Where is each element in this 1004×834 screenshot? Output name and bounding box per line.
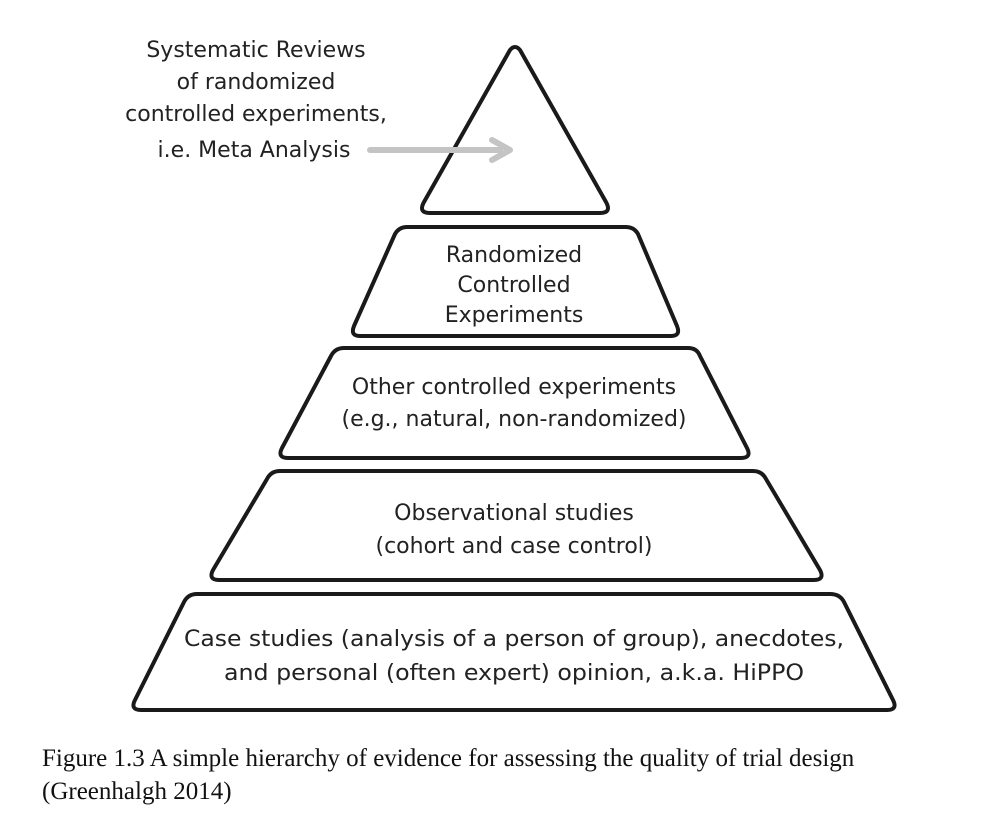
callout-line-4: i.e. Meta Analysis [158, 138, 351, 163]
tier-case-studies-line-2: and personal (often expert) opinion, a.k… [224, 661, 804, 686]
tier-other-controlled-shape [278, 346, 751, 460]
tier-other-controlled-line-1: Other controlled experiments [352, 375, 676, 400]
caption-line-1: Figure 1.3 A simple hierarchy of evidenc… [42, 745, 855, 772]
tier-observational-line-1: Observational studies [394, 501, 634, 526]
tier-case-studies-shape [131, 592, 897, 712]
pyramid-diagram: Systematic Reviews of randomized control… [125, 38, 897, 712]
tier-other-controlled-line-2: (e.g., natural, non-randomized) [341, 407, 686, 432]
tier-observational-line-2: (cohort and case control) [376, 534, 653, 559]
tier-rct-line-1: Randomized [446, 243, 582, 268]
tier-observational-shape [209, 469, 824, 582]
tier-top-shape [420, 45, 610, 215]
caption-line-2: (Greenhalgh 2014) [42, 778, 232, 805]
figure-caption: Figure 1.3 A simple hierarchy of evidenc… [42, 742, 992, 808]
tier-case-studies-line-1: Case studies (analysis of a person of gr… [184, 627, 844, 652]
tier-rct-line-2: Controlled [457, 273, 570, 298]
callout-line-2: of randomized [177, 70, 336, 95]
tier-rct-line-3: Experiments [445, 303, 584, 328]
callout-line-3: controlled experiments, [125, 102, 387, 127]
callout-line-1: Systematic Reviews [146, 38, 365, 63]
callout-arrow [367, 137, 513, 163]
tier-rct-shape [350, 225, 681, 338]
